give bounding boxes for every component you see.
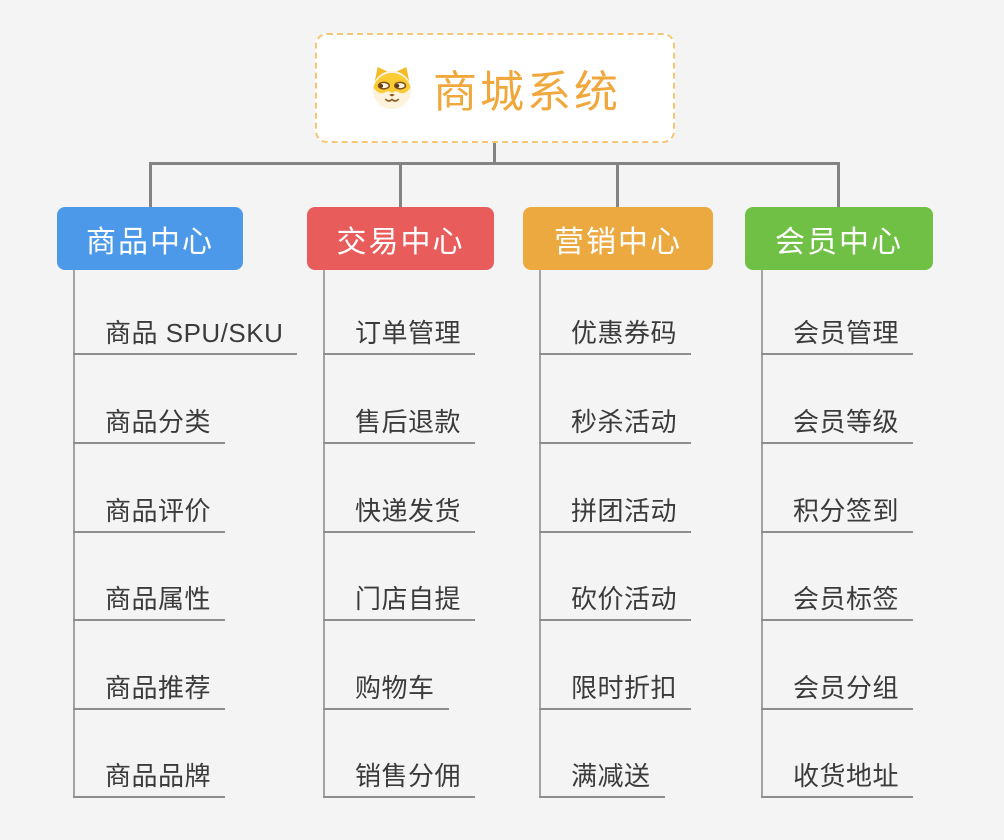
child-node[interactable]: 门店自提 — [323, 581, 476, 621]
branch-node[interactable]: 商品中心 — [57, 207, 243, 270]
branch-trunk-connector — [761, 270, 763, 798]
child-node[interactable]: 积分签到 — [761, 493, 914, 533]
child-node[interactable]: 商品 SPU/SKU — [73, 315, 298, 355]
child-node[interactable]: 售后退款 — [323, 404, 476, 444]
child-node[interactable]: 拼团活动 — [539, 493, 692, 533]
branch-member-center: 会员中心 会员管理 会员等级 积分签到 会员标签 会员分组 收货地址 — [745, 207, 933, 798]
branch-node[interactable]: 交易中心 — [307, 207, 494, 270]
child-node[interactable]: 会员等级 — [761, 404, 914, 444]
child-node[interactable]: 商品属性 — [73, 581, 226, 621]
child-node[interactable]: 商品分类 — [73, 404, 226, 444]
child-node[interactable]: 限时折扣 — [539, 670, 692, 710]
child-node[interactable]: 会员分组 — [761, 670, 914, 710]
root-stem-connector — [493, 143, 496, 163]
branch-trunk-connector — [73, 270, 75, 798]
branch-product-center: 商品中心 商品 SPU/SKU 商品分类 商品评价 商品属性 商品推荐 商品品牌 — [57, 207, 298, 798]
child-node[interactable]: 秒杀活动 — [539, 404, 692, 444]
child-node[interactable]: 订单管理 — [323, 315, 476, 355]
child-node[interactable]: 会员标签 — [761, 581, 914, 621]
root-node[interactable]: 商城系统 — [315, 33, 675, 143]
child-node[interactable]: 收货地址 — [761, 758, 914, 798]
branch-drop-connector — [399, 162, 402, 207]
child-node[interactable]: 快递发货 — [323, 493, 476, 533]
branch-node[interactable]: 会员中心 — [745, 207, 933, 270]
dog-face-icon — [372, 66, 412, 110]
child-node[interactable]: 优惠券码 — [539, 315, 692, 355]
child-node[interactable]: 满减送 — [539, 758, 665, 798]
child-node[interactable]: 商品评价 — [73, 493, 226, 533]
branch-node[interactable]: 营销中心 — [523, 207, 713, 270]
child-node[interactable]: 购物车 — [323, 670, 449, 710]
branch-marketing-center: 营销中心 优惠券码 秒杀活动 拼团活动 砍价活动 限时折扣 满减送 — [523, 207, 713, 798]
branch-trunk-connector — [323, 270, 325, 798]
branch-drop-connector — [616, 162, 619, 207]
child-node[interactable]: 砍价活动 — [539, 581, 692, 621]
child-node[interactable]: 商品品牌 — [73, 758, 226, 798]
branch-trunk-connector — [539, 270, 541, 798]
branch-drop-connector — [149, 162, 152, 207]
branch-drop-connector — [837, 162, 840, 207]
child-node[interactable]: 商品推荐 — [73, 670, 226, 710]
branch-bus-connector — [149, 162, 840, 165]
root-node-title: 商城系统 — [433, 68, 621, 117]
branch-trade-center: 交易中心 订单管理 售后退款 快递发货 门店自提 购物车 销售分佣 — [307, 207, 494, 798]
child-node[interactable]: 销售分佣 — [323, 758, 476, 798]
child-node[interactable]: 会员管理 — [761, 315, 914, 355]
